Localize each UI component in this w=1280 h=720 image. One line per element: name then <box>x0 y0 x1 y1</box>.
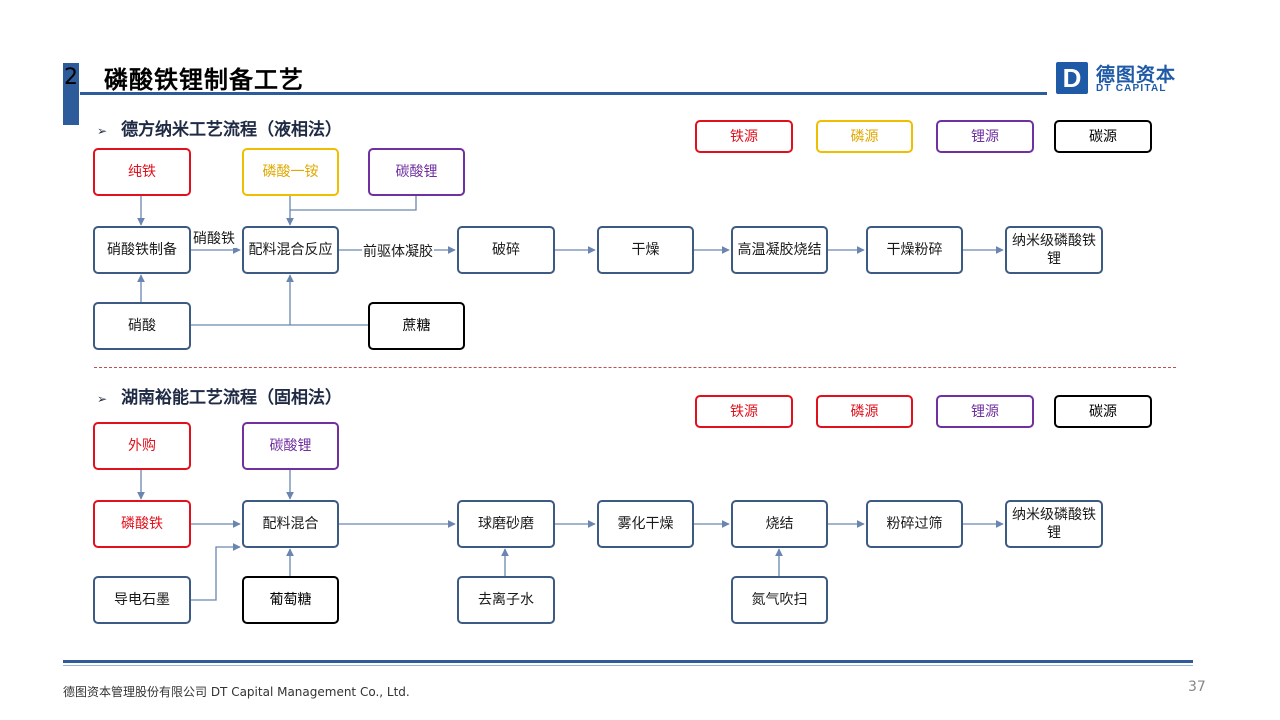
node-sucrose: 蔗糖 <box>368 302 465 350</box>
node-mix: 配料混合 <box>242 500 339 548</box>
edge-graphite-to-mix <box>190 543 241 601</box>
legend2-lithium-source: 锂源 <box>936 395 1034 428</box>
bullet-arrow-icon: ➢ <box>97 392 108 406</box>
bullet-arrow-icon: ➢ <box>97 124 108 138</box>
section-divider <box>94 367 1176 368</box>
legend2-iron-source: 铁源 <box>695 395 793 428</box>
legend-iron-source: 铁源 <box>695 120 793 153</box>
legend2-phosphorus-source: 磷源 <box>816 395 913 428</box>
legend-phosphorus-source: 磷源 <box>816 120 913 153</box>
node-iron-phosphate: 磷酸铁 <box>93 500 191 548</box>
logo-text-en: DT CAPITAL <box>1096 83 1167 94</box>
node-dry-grind: 干燥粉碎 <box>866 226 963 274</box>
node-monoammonium-phosphate: 磷酸一铵 <box>242 148 339 196</box>
process2-subtitle-text: 湖南裕能工艺流程（固相法） <box>121 388 343 408</box>
node-lithium-carbonate: 碳酸锂 <box>368 148 465 196</box>
title-underline <box>80 92 1047 95</box>
edge-label-precursor-gel: 前驱体凝胶 <box>362 241 434 261</box>
node-deionized-water: 去离子水 <box>457 576 555 624</box>
logo-text-cn: 德图资本 <box>1096 64 1177 86</box>
node-grind-sieve: 粉碎过筛 <box>866 500 963 548</box>
node-conductive-graphite: 导电石墨 <box>93 576 191 624</box>
page-number: 37 <box>1188 679 1206 695</box>
node-nitric-acid: 硝酸 <box>93 302 191 350</box>
node-lithium-carbonate-2: 碳酸锂 <box>242 422 339 470</box>
node-pure-iron: 纯铁 <box>93 148 191 196</box>
logo-icon: D <box>1056 62 1088 94</box>
footer-company: 德图资本管理股份有限公司 DT Capital Management Co., … <box>63 685 410 699</box>
legend-lithium-source: 锂源 <box>936 120 1034 153</box>
legend-carbon-source: 碳源 <box>1054 120 1152 153</box>
legend2-carbon-source: 碳源 <box>1054 395 1152 428</box>
process1-subtitle: ➢ 德方纳米工艺流程（液相法） <box>97 115 342 140</box>
node-dry: 干燥 <box>597 226 694 274</box>
footer-rule-thin <box>63 665 1193 666</box>
node-iron-nitrate-prep: 硝酸铁制备 <box>93 226 191 274</box>
node-purchased: 外购 <box>93 422 191 470</box>
footer-rule <box>63 660 1193 663</box>
page-title: 磷酸铁锂制备工艺 <box>104 66 304 94</box>
section-number: 2 <box>63 63 79 125</box>
node-mix-react: 配料混合反应 <box>242 226 339 274</box>
node-ball-mill: 球磨砂磨 <box>457 500 555 548</box>
edge-label-iron-nitrate: 硝酸铁 <box>192 228 236 248</box>
node-sinter: 烧结 <box>731 500 828 548</box>
process2-subtitle: ➢ 湖南裕能工艺流程（固相法） <box>97 383 342 408</box>
node-nitrogen-purge: 氮气吹扫 <box>731 576 828 624</box>
node-spray-dry: 雾化干燥 <box>597 500 694 548</box>
node-gel-sinter: 高温凝胶烧结 <box>731 226 828 274</box>
node-glucose: 葡萄糖 <box>242 576 339 624</box>
node-product-1: 纳米级磷酸铁锂 <box>1005 226 1103 274</box>
node-crush: 破碎 <box>457 226 555 274</box>
node-product-2: 纳米级磷酸铁锂 <box>1005 500 1103 548</box>
process1-subtitle-text: 德方纳米工艺流程（液相法） <box>121 120 343 140</box>
edge-li2co3-to-mix <box>290 196 417 211</box>
